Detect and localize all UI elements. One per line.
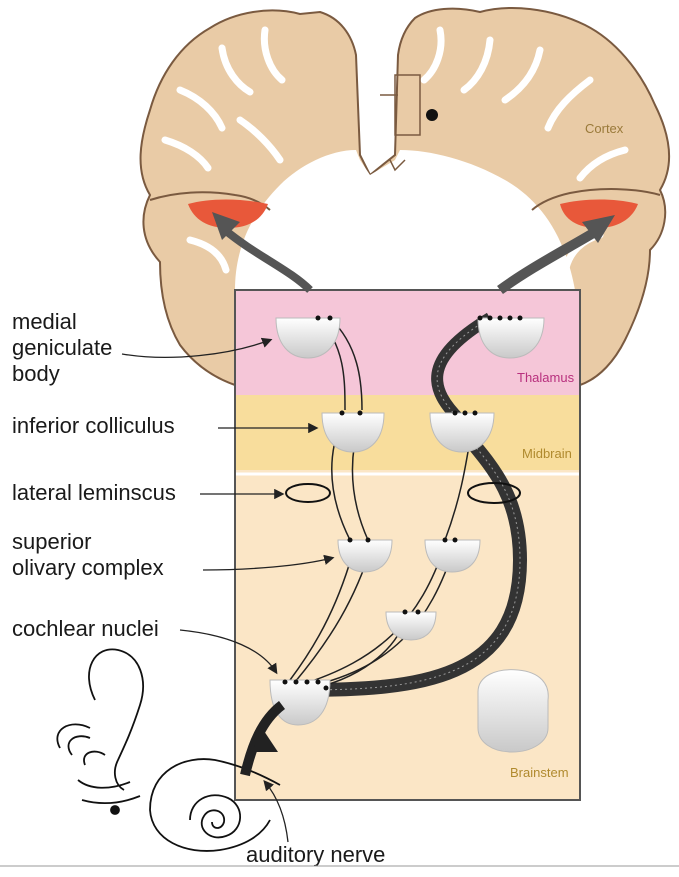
cortex-label: Cortex <box>585 121 624 136</box>
inferior-colliculus-label: inferior colliculus <box>12 413 175 438</box>
lateral-lemniscus-label: lateral leminscus <box>12 480 176 505</box>
medial-geniculate-label-line2: geniculate <box>12 335 112 360</box>
outer-ear <box>89 649 143 790</box>
auditory-nerve-label: auditory nerve <box>246 842 385 867</box>
cochlear-nuclei-label: cochlear nuclei <box>12 616 159 641</box>
thalamus-label: Thalamus <box>517 370 575 385</box>
brainstem-label: Brainstem <box>510 765 569 780</box>
midbrain-label: Midbrain <box>522 446 572 461</box>
semicircular-canals <box>57 724 105 765</box>
ear-canal <box>78 780 140 803</box>
contralateral-cochlear-nucleus <box>478 670 548 752</box>
ear-dot <box>111 806 119 814</box>
cochlea-spiral <box>190 795 240 837</box>
midline-dot <box>426 109 438 121</box>
medial-geniculate-label-line1: medial <box>12 309 77 334</box>
medial-geniculate-label-line3: body <box>12 361 60 386</box>
superior-olivary-label-line1: superior <box>12 529 91 554</box>
superior-olivary-label-line2: olivary complex <box>12 555 164 580</box>
